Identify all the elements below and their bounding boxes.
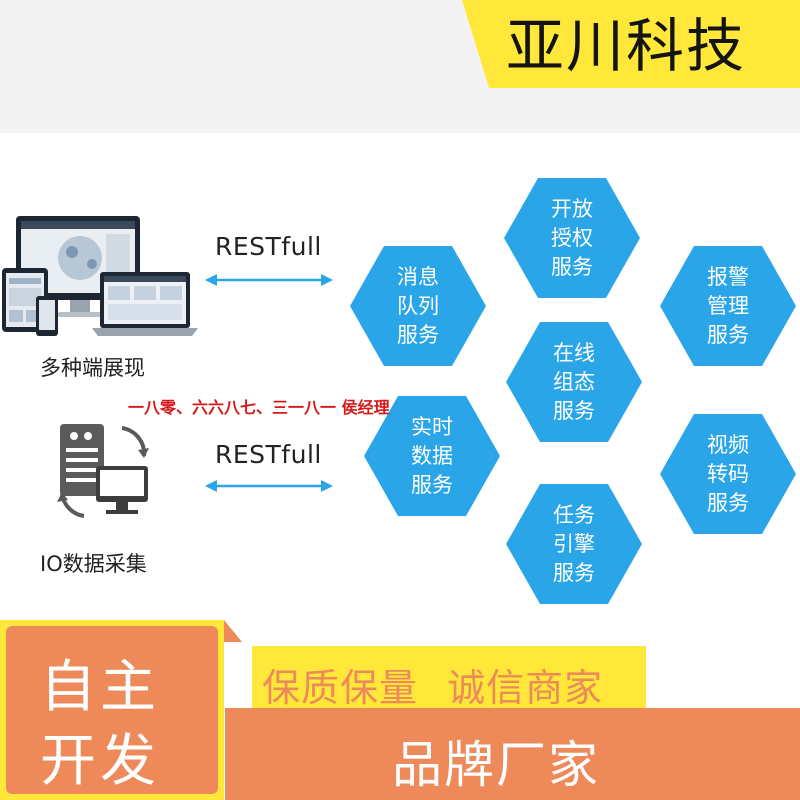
hex-open-auth-service: 开放授权服务 [504, 178, 640, 298]
io-server-icon [57, 424, 149, 518]
restfull-label-top: RESTfull [215, 232, 322, 261]
self-developed-badge [6, 626, 218, 794]
hex-task-engine-service: 任务引擎服务 [506, 484, 642, 604]
devices-caption: 多种端展现 [40, 356, 145, 380]
slogan-box [252, 646, 646, 708]
double-arrow-icon [205, 480, 333, 492]
brand-tab [462, 0, 800, 88]
badge-line-2: 开发 [40, 729, 160, 794]
restfull-label-bottom: RESTfull [215, 440, 322, 469]
badge-line-1: 自主 [40, 655, 160, 720]
hex-video-transcode-service: 视频转码服务 [660, 414, 796, 534]
multi-device-icon [2, 216, 198, 336]
slogan-text: 保质保量 诚信商家 [262, 666, 604, 710]
hex-message-queue-service: 消息队列服务 [350, 246, 486, 366]
hex-alarm-mgmt-service: 报警管理服务 [660, 246, 796, 366]
io-caption: IO数据采集 [40, 552, 147, 576]
hex-online-config-service: 在线组态服务 [506, 322, 642, 442]
corner-notch [224, 620, 242, 642]
brand-bar-text: 品牌厂家 [392, 736, 600, 794]
brand-name: 亚川科技 [506, 12, 747, 80]
contact-overlay-text: 一八零、六六八七、三一八一 侯经理 [128, 398, 390, 417]
brand-bar [225, 708, 800, 800]
double-arrow-icon [205, 274, 333, 286]
